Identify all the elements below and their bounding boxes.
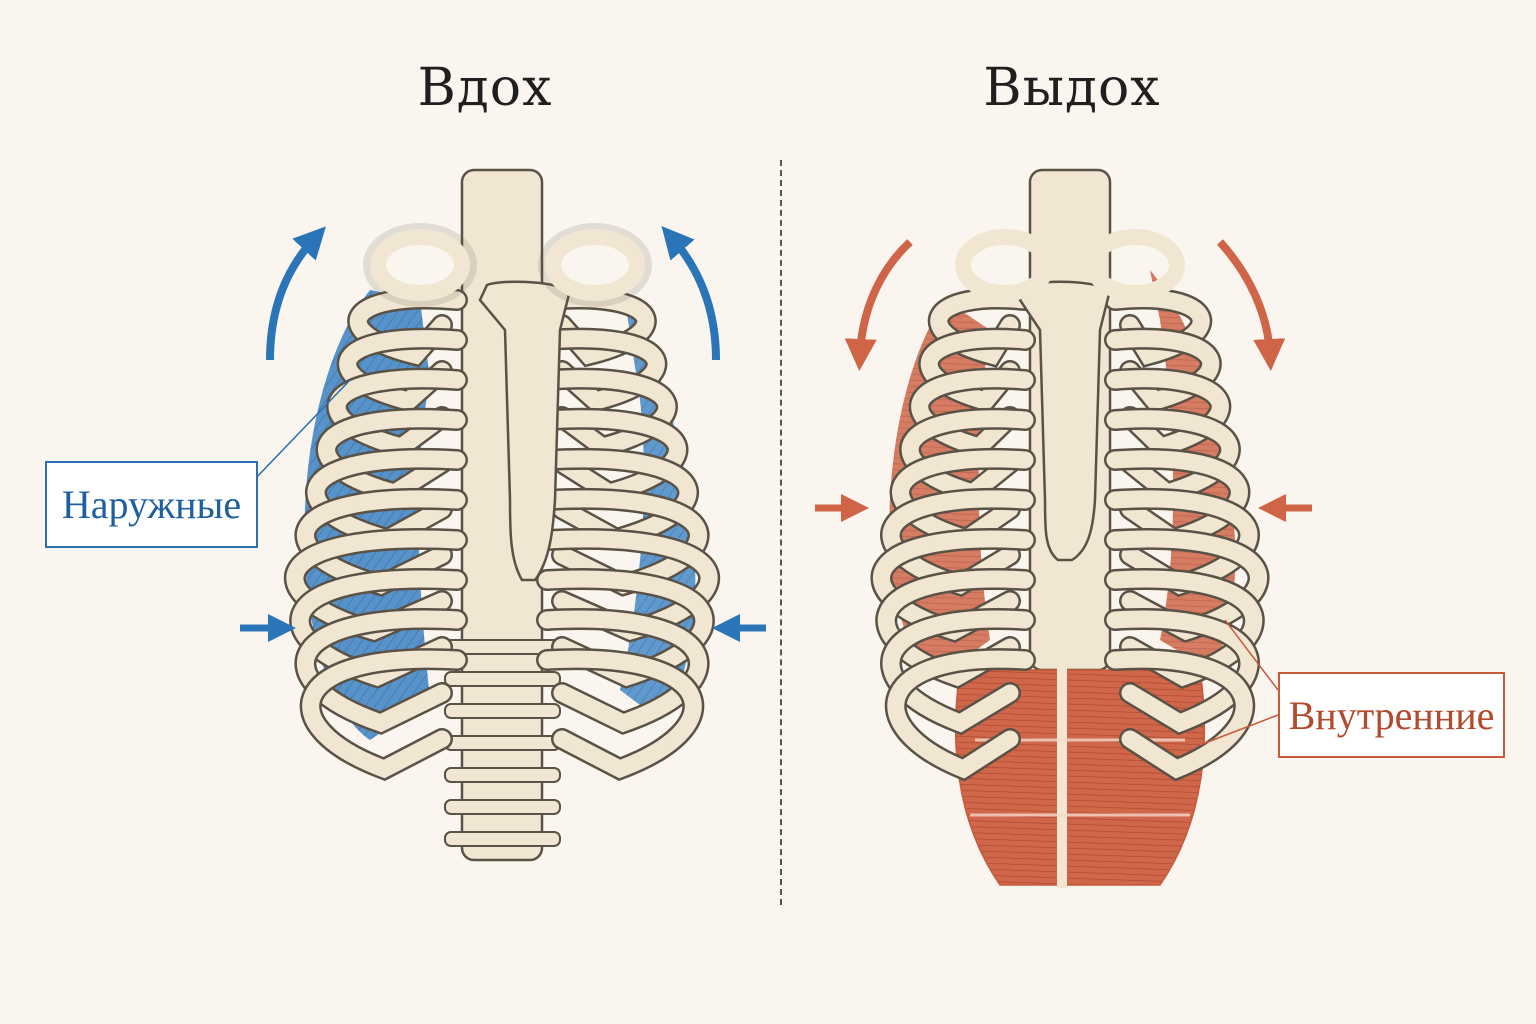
vertebra: [444, 831, 561, 847]
exhale-title: Выдох: [983, 58, 1161, 118]
panel-divider: [780, 160, 782, 905]
exhale-rib-left: [882, 610, 1034, 733]
arrow-up-left-icon: [266, 226, 326, 361]
vertebra: [444, 767, 561, 783]
internal-muscles-label: Внутренние: [1278, 672, 1505, 758]
inhale-rib-left: [297, 610, 466, 733]
exhale-rib-right: [1106, 450, 1248, 549]
arrow-up-right-icon: [661, 225, 720, 361]
exhale-rib-left: [901, 410, 1034, 503]
exhale-rib-right: [1106, 330, 1220, 411]
inhale-rib-right: [538, 450, 697, 549]
vertebra: [444, 735, 561, 751]
inhale-sternum: [478, 280, 572, 582]
exhale-sternum: [1018, 280, 1112, 562]
vertebra: [444, 703, 561, 719]
inhale-rib-right: [538, 330, 665, 411]
inhale-rib-right: [538, 650, 702, 779]
inhale-rib-right: [538, 610, 707, 733]
inhale-rib-left: [302, 650, 466, 779]
exhale-rib-right: [1106, 410, 1239, 503]
vertebra: [444, 671, 561, 687]
abdominal-muscle: [954, 669, 1206, 886]
external-muscles-label: Наружные: [45, 461, 258, 548]
exhale-rib-left: [920, 330, 1034, 411]
exhale-rib-left: [911, 370, 1034, 457]
exhale-rib-left: [887, 650, 1034, 779]
exhale-rib-left: [892, 450, 1034, 549]
inhale-ribcage: [283, 168, 721, 862]
exhale-rib-right: [1106, 370, 1229, 457]
arrow-down-right-icon: [1217, 239, 1286, 371]
inhale-rib-left: [318, 410, 466, 503]
inhale-rib-left: [339, 330, 466, 411]
inhale-title: Вдох: [417, 58, 553, 118]
arrow-down-left-icon: [844, 239, 913, 371]
exhale-rib-right: [1106, 610, 1258, 733]
inhale-rib-left: [307, 450, 466, 549]
exhale-rib-right: [1106, 650, 1253, 779]
internal-leader-line-2: [1199, 714, 1279, 746]
external-leader-line: [253, 379, 351, 481]
inhale-rib-right: [538, 370, 676, 457]
internal-leader-line-1: [1224, 619, 1279, 691]
inhale-rib-right: [538, 410, 686, 503]
exhale-ribcage: [870, 168, 1270, 888]
inhale-rib-left: [328, 370, 466, 457]
vertebra: [444, 799, 561, 815]
